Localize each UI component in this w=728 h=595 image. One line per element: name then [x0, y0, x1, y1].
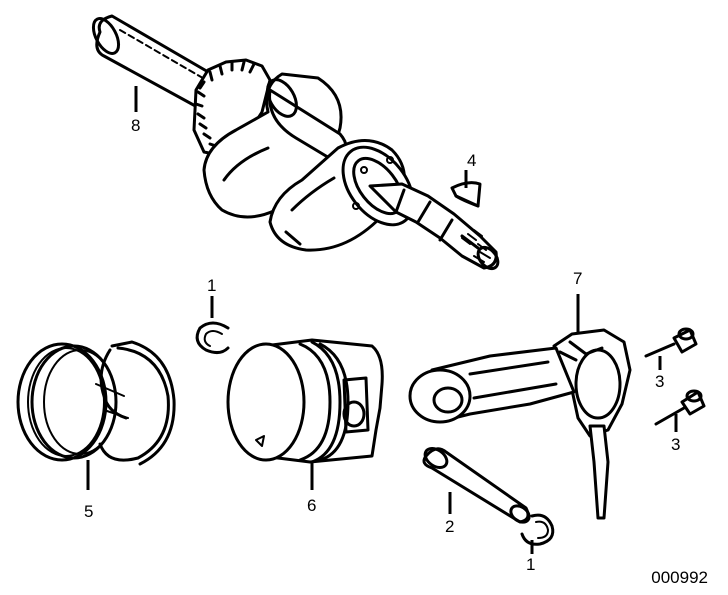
label-6: 6	[307, 496, 316, 515]
piston-pin-clip-bottom	[520, 513, 555, 546]
woodruff-key	[450, 181, 482, 208]
label-8: 8	[131, 116, 140, 135]
connecting-rod-bolt-top	[644, 327, 698, 358]
piston	[226, 338, 384, 464]
piston-pin	[422, 446, 531, 524]
label-3-bottom: 3	[671, 435, 680, 454]
label-1-top: 1	[207, 276, 216, 295]
label-7: 7	[573, 269, 582, 288]
connecting-rod-bolt-bottom	[654, 389, 706, 426]
label-2: 2	[445, 517, 454, 536]
label-5: 5	[84, 502, 93, 521]
figure-reference-number: 000992	[651, 568, 708, 587]
crankshaft	[91, 14, 500, 271]
piston-pin-clip-top	[195, 321, 230, 355]
label-3-top: 3	[655, 372, 664, 391]
label-4: 4	[467, 151, 476, 170]
piston-rings	[16, 340, 176, 466]
label-1-bottom: 1	[526, 555, 535, 574]
connecting-rod	[408, 328, 632, 520]
